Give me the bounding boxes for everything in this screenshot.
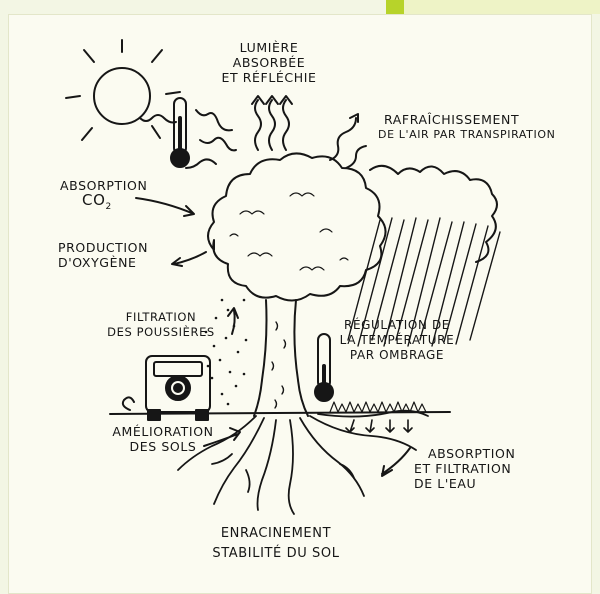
regulation-line-1: RÉGULATION DE (344, 318, 450, 332)
eau-line-1: ABSORPTION (428, 446, 516, 461)
co2-text: CO (82, 191, 106, 209)
trunk-bark (271, 321, 287, 409)
sun-icon (65, 39, 181, 141)
eau-line-3: DE L'EAU (414, 476, 477, 491)
sols-line-2: DES SOLS (129, 439, 197, 454)
tree-roots (177, 409, 429, 515)
sols-arrow (203, 427, 241, 447)
filtration-line-1: FILTRATION (125, 310, 197, 324)
rafraichissement-line-2: DE L'AIR PAR TRANSPIRATION (378, 128, 556, 141)
sols-label: AMÉLIORATION DES SOLS (104, 424, 222, 454)
oxygene-line-2: D'OXYGÈNE (58, 255, 137, 270)
car-icon (145, 355, 211, 421)
oxygene-line-1: PRODUCTION (58, 240, 149, 255)
reflected-light-arrows (251, 95, 293, 151)
rafraichissement-line-1: RAFRAÎCHISSEMENT (384, 112, 520, 127)
eau-label: ABSORPTION ET FILTRATION DE L'EAU (414, 446, 515, 491)
co2-arrow (135, 197, 195, 217)
regulation-line-2: LA TEMPÉRATURE (339, 333, 455, 347)
enracinement-label: ENRACINEMENT STABILITÉ DU SOL (196, 524, 356, 564)
water-arrows (345, 419, 413, 433)
absorption-co2-line-1: ABSORPTION (60, 178, 148, 193)
regulation-label: RÉGULATION DE LA TEMPÉRATURE PAR OMBRAGE (332, 318, 462, 363)
thermometer-icon-shade (314, 333, 334, 402)
illustration-panel (8, 14, 592, 594)
lumiere-label: LUMIÈRE ABSORBÉE ET RÉFLÉCHIE (214, 40, 324, 85)
sols-line-1: AMÉLIORATION (112, 424, 214, 439)
eau-line-2: ET FILTRATION (414, 461, 512, 476)
light-rays (139, 109, 237, 169)
header-accent-bar (386, 0, 404, 14)
thermometer-icon-sun (170, 97, 190, 168)
oxygene-label: PRODUCTION D'OXYGÈNE (58, 240, 148, 270)
filtration-label: FILTRATION DES POUSSIÈRES (96, 310, 226, 340)
tree-canopy (207, 152, 387, 302)
header-band (404, 0, 600, 14)
rain-lines (347, 217, 501, 347)
transpiration-arrows (329, 113, 367, 169)
enracinement-line-1: ENRACINEMENT (220, 526, 332, 541)
enracinement-line-2: STABILITÉ DU SOL (212, 546, 340, 561)
regulation-line-3: PAR OMBRAGE (349, 348, 445, 362)
filtration-line-2: DES POUSSIÈRES (107, 325, 215, 339)
tree-trunk (253, 299, 309, 417)
co2-subscript: 2 (105, 202, 112, 212)
filtration-arrow (227, 307, 239, 335)
exhaust-swirl (121, 396, 135, 411)
rafraichissement-label: RAFRAÎCHISSEMENT DE L'AIR PAR TRANSPIRAT… (378, 112, 555, 142)
lumiere-line-1: LUMIÈRE (239, 40, 299, 55)
rain-cloud (369, 164, 498, 263)
lumiere-line-3: ET RÉFLÉCHIE (221, 70, 317, 85)
absorption-co2-label: ABSORPTION CO2 (60, 178, 147, 215)
canopy-texture (229, 192, 349, 271)
oxygen-arrow (171, 251, 207, 267)
eau-arrow (381, 447, 411, 477)
co2-formula: CO2 (60, 193, 147, 215)
grass (329, 401, 427, 413)
dust-particles (204, 298, 248, 406)
lumiere-line-2: ABSORBÉE (232, 55, 306, 70)
